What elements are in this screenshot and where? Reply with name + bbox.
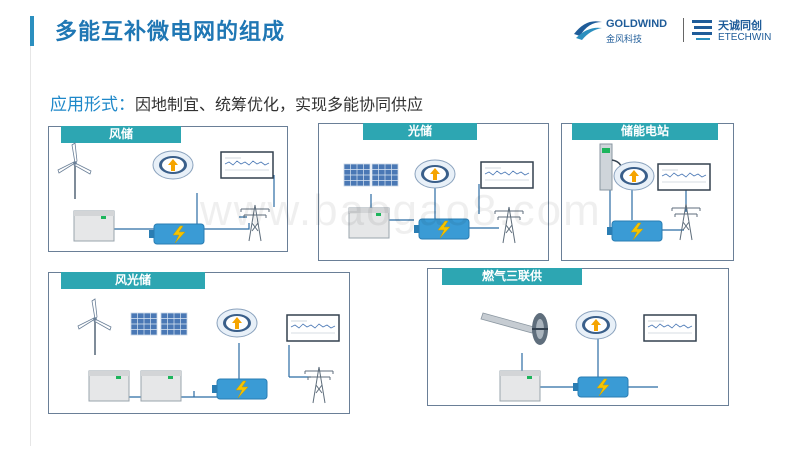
battery-icon: [572, 376, 629, 398]
solar-storage-diagram: [343, 159, 534, 244]
gas-turbine-icon: [480, 312, 548, 345]
power-tower-icon: [304, 366, 334, 404]
panel-gas-cchp: 燃气三联供: [427, 268, 729, 406]
subtitle-lead: 应用形式：: [50, 95, 135, 115]
logo-divider: [683, 18, 684, 42]
panel-solar-storage: 光储: [318, 123, 549, 261]
cabinet-icon: [88, 370, 130, 402]
battery-icon: [606, 220, 663, 242]
storage-station-diagram: [599, 143, 711, 242]
etechwin-logo-icon: [692, 20, 712, 40]
wind-solar-storage-diagram: [77, 298, 340, 404]
monitor-icon: [643, 314, 697, 342]
solar-panel-icon: [160, 312, 188, 336]
monitor-icon: [480, 161, 534, 189]
wind-storage-diagram: [57, 142, 275, 245]
gauge-icon: [414, 159, 456, 189]
gauge-icon: [152, 150, 194, 180]
gauge-icon: [575, 310, 617, 340]
wind-turbine-icon: [77, 298, 112, 356]
title-accent-bar: [30, 16, 34, 46]
monitor-icon: [657, 163, 711, 191]
panel-label-gas-cchp: 燃气三联供: [442, 268, 582, 285]
monitor-icon: [220, 151, 274, 179]
solar-panel-icon: [130, 312, 158, 336]
solar-panel-icon: [371, 163, 399, 187]
battery-icon: [148, 223, 205, 245]
subtitle-text: 因地制宜、统筹优化，实现多能协同供应: [135, 95, 424, 114]
gauge-icon: [216, 308, 258, 338]
etechwin-logo: 天诚同创 ETECHWIN: [690, 14, 790, 46]
battery-icon: [211, 378, 268, 400]
gas-cchp-diagram: [480, 310, 697, 402]
panel-label-storage-station: 储能电站: [572, 123, 718, 140]
panel-wind-storage: 风储: [48, 126, 288, 252]
gauge-icon: [613, 161, 655, 191]
left-guide-line: [30, 46, 31, 446]
wind-turbine-icon: [57, 142, 92, 200]
cabinet-icon: [499, 370, 541, 402]
goldwind-logo: GOLDWIND 金风科技: [572, 14, 682, 46]
page-title: 多能互补微电网的组成: [55, 20, 286, 45]
goldwind-logo-cn: 金风科技: [606, 35, 643, 45]
monitor-icon: [286, 314, 340, 342]
panel-label-wind-storage: 风储: [61, 126, 181, 143]
etechwin-logo-en: ETECHWIN: [718, 32, 772, 43]
panel-label-wind-solar-storage: 风光储: [61, 272, 205, 289]
panel-label-solar-storage: 光储: [363, 123, 477, 140]
panel-storage-station: 储能电站: [561, 123, 734, 261]
goldwind-logo-en: GOLDWIND: [606, 18, 668, 30]
cabinet-icon: [73, 210, 115, 242]
subtitle: 应用形式：因地制宜、统筹优化，实现多能协同供应: [50, 90, 423, 115]
etechwin-logo-cn: 天诚同创: [718, 19, 762, 32]
cabinet-icon: [140, 370, 182, 402]
solar-panel-icon: [343, 163, 371, 187]
panel-wind-solar-storage: 风光储: [48, 272, 350, 414]
goldwind-logo-icon: [574, 21, 602, 40]
watermark: www.baogao8.com: [200, 186, 602, 235]
